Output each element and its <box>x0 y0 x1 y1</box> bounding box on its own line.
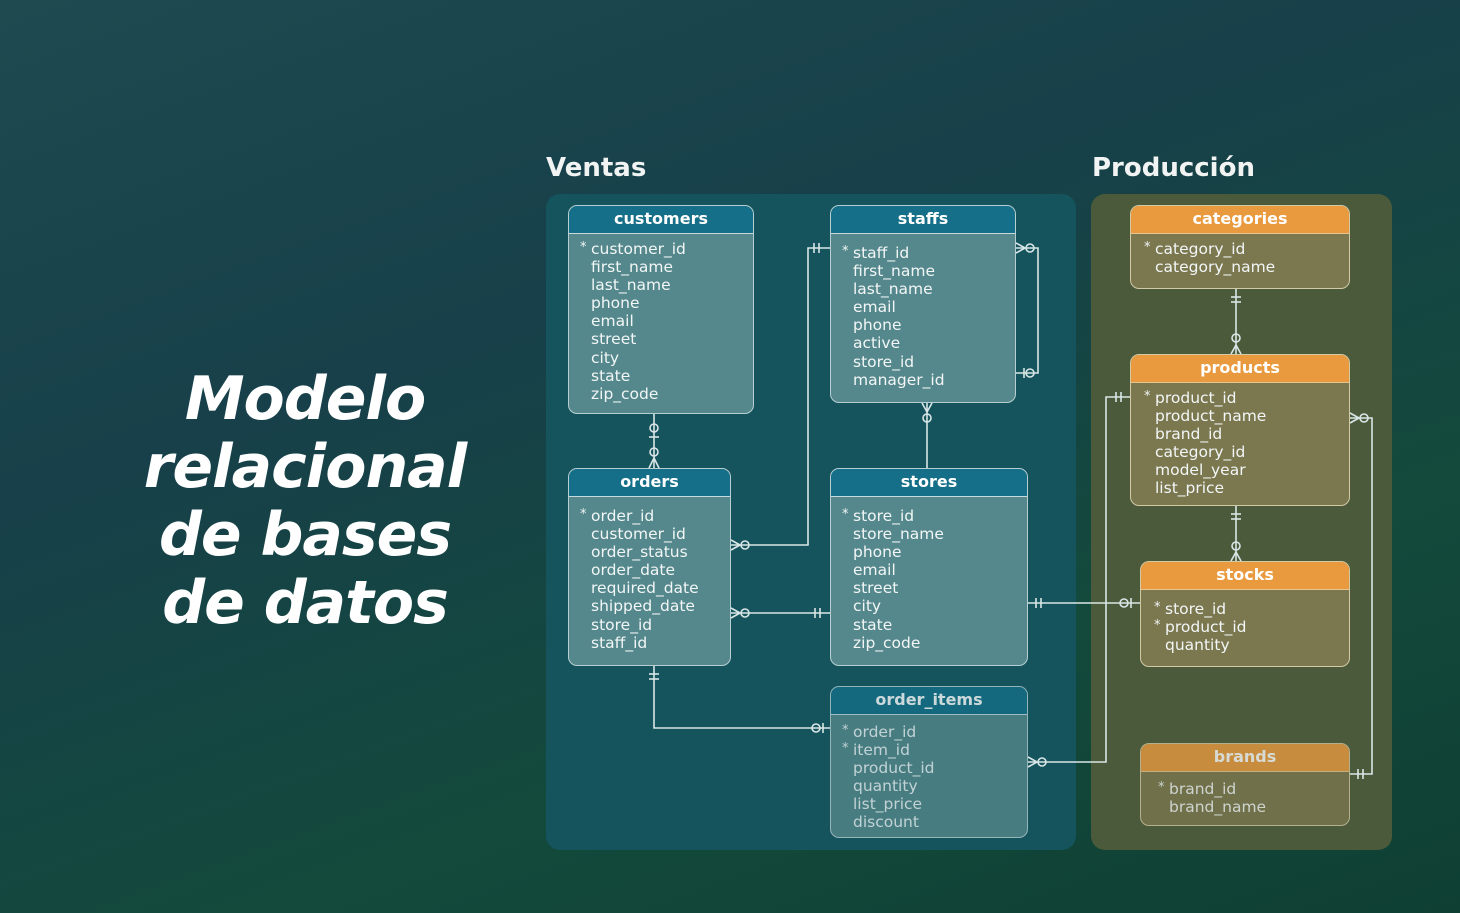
field-product-id: product_id <box>1144 388 1349 407</box>
field-list: store_idstore_namephoneemailstreetcityst… <box>831 497 1027 652</box>
field-zip-code: zip_code <box>853 633 921 652</box>
field-product-name: product_name <box>1155 407 1267 426</box>
field-last-name: last_name <box>853 280 933 299</box>
field-list: order_iditem_idproduct_idquantitylist_pr… <box>831 715 1027 832</box>
relationship-staffs-stores <box>921 402 933 468</box>
field-store-id: store_id <box>1154 599 1349 618</box>
field-shipped-date: shipped_date <box>591 597 695 616</box>
field-store-id: store_id <box>591 615 653 634</box>
field-email: email <box>591 312 634 331</box>
field-customer-id: customer_id <box>591 525 686 544</box>
relationship-products-stocks <box>1230 506 1242 562</box>
field-store-name: store_name <box>853 525 944 544</box>
table-customers[interactable]: customers customer_idfirst_namelast_name… <box>568 205 754 414</box>
field-product-id: product_id <box>853 759 935 778</box>
relationship-categories-products <box>1230 289 1242 355</box>
produccion-panel <box>1091 194 1392 850</box>
field-order-date: order_date <box>591 561 676 580</box>
field-zip-code: zip_code <box>591 384 659 403</box>
table-header-staffs: staffs <box>831 206 1015 234</box>
relationship-orders-order-items <box>649 666 830 733</box>
field-item-id: item_id <box>842 740 1027 759</box>
table-orders[interactable]: orders order_idcustomer_idorder_statusor… <box>568 468 731 666</box>
relationship-staffs-orders <box>730 243 830 551</box>
field-staff-id: staff_id <box>591 633 648 652</box>
title-line-4: de datos <box>162 568 449 638</box>
field-category-name: category_name <box>1155 258 1276 277</box>
field-phone: phone <box>591 294 640 313</box>
relationship-order-items-products <box>1027 392 1130 768</box>
field-store-id: store_id <box>853 352 915 371</box>
field-street: street <box>591 330 637 349</box>
table-header-orders: orders <box>569 469 730 497</box>
field-active: active <box>853 334 901 353</box>
field-brand-id: brand_id <box>1158 779 1349 798</box>
table-staffs[interactable]: staffs staff_idfirst_namelast_nameemailp… <box>830 205 1016 403</box>
relationship-brands-products <box>1349 412 1373 779</box>
section-title-produccion: Producción <box>1092 153 1255 183</box>
field-state: state <box>591 366 631 385</box>
field-city: city <box>591 348 620 367</box>
table-header-stocks: stocks <box>1141 562 1349 590</box>
field-category-id: category_id <box>1155 443 1246 462</box>
table-products[interactable]: products product_idproduct_namebrand_idc… <box>1130 354 1350 506</box>
field-email: email <box>853 561 896 580</box>
title-line-2: relacional <box>143 432 467 502</box>
field-first-name: first_name <box>853 262 935 281</box>
field-customer-id: customer_id <box>580 239 753 258</box>
field-model-year: model_year <box>1155 461 1246 480</box>
table-header-stores: stores <box>831 469 1027 497</box>
field-phone: phone <box>853 316 902 335</box>
table-header-brands: brands <box>1141 744 1349 772</box>
field-category-id: category_id <box>1144 239 1349 258</box>
field-list: order_idcustomer_idorder_statusorder_dat… <box>569 497 730 652</box>
field-city: city <box>853 597 882 616</box>
field-staff-id: staff_id <box>842 243 1015 262</box>
field-discount: discount <box>853 813 919 832</box>
field-list: staff_idfirst_namelast_nameemailphoneact… <box>831 234 1015 389</box>
field-product-id: product_id <box>1154 617 1349 636</box>
field-quantity: quantity <box>1165 636 1230 655</box>
table-header-order-items: order_items <box>831 687 1027 715</box>
table-header-products: products <box>1131 355 1349 383</box>
field-order-id: order_id <box>580 506 730 525</box>
field-order-status: order_status <box>591 543 688 562</box>
table-stores[interactable]: stores store_idstore_namephoneemailstree… <box>830 468 1028 666</box>
relationship-customers-orders <box>648 414 660 469</box>
field-list: product_idproduct_namebrand_idcategory_i… <box>1131 383 1349 498</box>
field-list-price: list_price <box>853 795 923 814</box>
field-brand-id: brand_id <box>1155 425 1223 444</box>
field-list: customer_idfirst_namelast_namephoneemail… <box>569 234 753 403</box>
relationship-stores-stocks <box>1028 598 1140 608</box>
field-first-name: first_name <box>591 258 673 277</box>
field-quantity: quantity <box>853 777 918 796</box>
field-manager-id: manager_id <box>853 370 945 389</box>
relationship-staffs-manager <box>1015 242 1039 378</box>
field-store-id: store_id <box>842 506 1027 525</box>
field-list-price: list_price <box>1155 479 1225 498</box>
title-line-3: de bases <box>158 500 452 570</box>
field-state: state <box>853 615 893 634</box>
field-street: street <box>853 579 899 598</box>
field-last-name: last_name <box>591 276 671 295</box>
table-header-customers: customers <box>569 206 753 234</box>
section-title-ventas: Ventas <box>546 153 647 183</box>
field-phone: phone <box>853 543 902 562</box>
field-brand-name: brand_name <box>1169 798 1267 817</box>
field-order-id: order_id <box>842 722 1027 741</box>
table-header-categories: categories <box>1131 206 1349 234</box>
page-title: Modelo relacional de bases de datos <box>120 365 490 637</box>
field-email: email <box>853 298 896 317</box>
title-line-1: Modelo <box>184 364 426 434</box>
relationship-orders-stores <box>730 607 830 619</box>
table-order-items[interactable]: order_items order_iditem_idproduct_idqua… <box>830 686 1028 838</box>
field-required-date: required_date <box>591 579 699 598</box>
